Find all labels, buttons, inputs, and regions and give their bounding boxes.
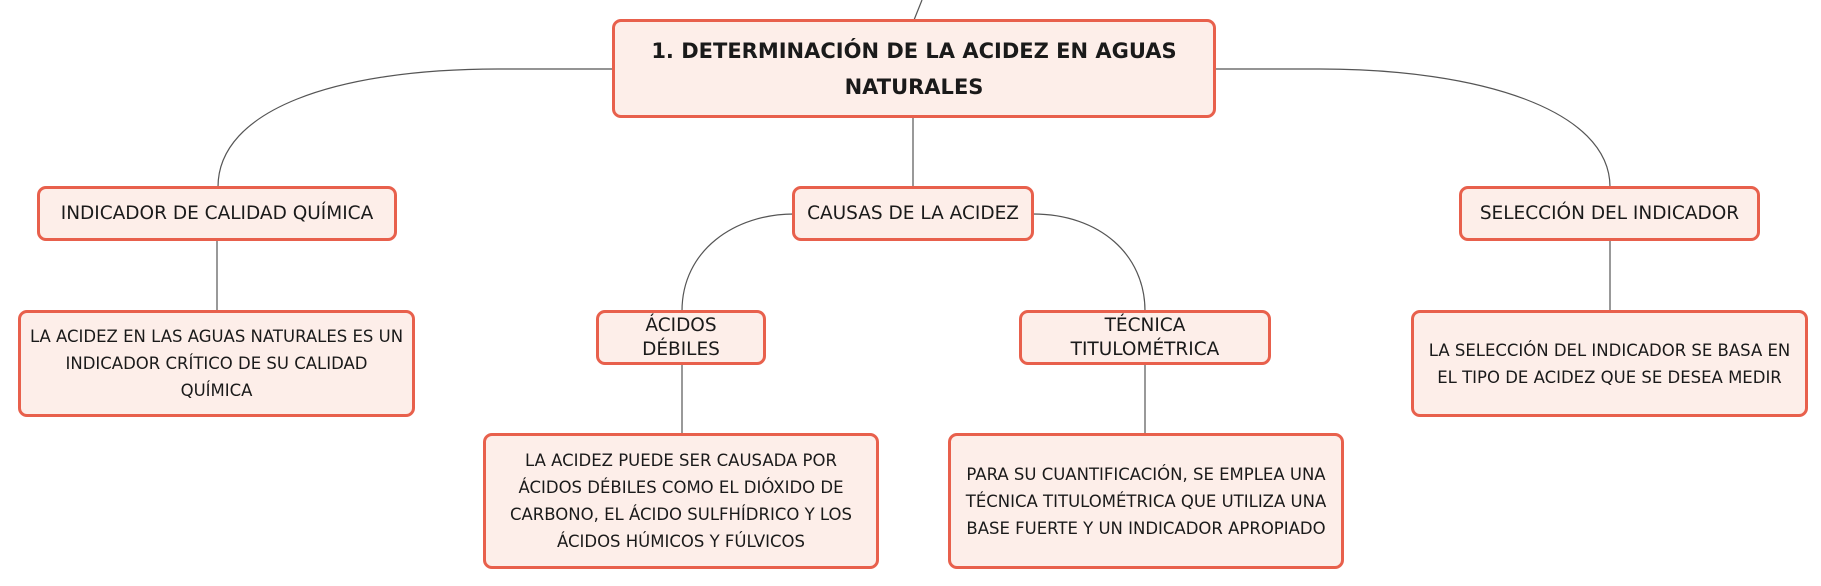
root-node[interactable]: 1. DETERMINACIÓN DE LA ACIDEZ EN AGUAS N… [612, 19, 1216, 118]
node-seleccion-indicador-label: SELECCIÓN DEL INDICADOR [1479, 202, 1740, 224]
node-acidos-detail[interactable]: LA ACIDEZ PUEDE SER CAUSADA POR ÁCIDOS D… [483, 433, 879, 569]
node-calidad-detail[interactable]: LA ACIDEZ EN LAS AGUAS NATURALES ES UN I… [18, 310, 415, 417]
connector-causas-to-acidos [681, 213, 795, 312]
node-indicador-calidad-label: INDICADOR DE CALIDAD QUÍMICA [60, 202, 374, 224]
node-tecnica-titulometrica-label: TÉCNICA TITULOMÉTRICA [1070, 314, 1220, 360]
node-seleccion-indicador[interactable]: SELECCIÓN DEL INDICADOR [1459, 186, 1760, 241]
connector-incoming [913, 0, 923, 21]
node-tecnica-detail-label: PARA SU CUANTIFICACIÓN, SE EMPLEA UNA TÉ… [965, 464, 1327, 538]
node-tecnica-titulometrica[interactable]: TÉCNICA TITULOMÉTRICA [1019, 310, 1271, 365]
connector-root-to-calidad [217, 68, 612, 188]
node-causas-acidez-label: CAUSAS DE LA ACIDEZ [807, 202, 1019, 224]
node-seleccion-detail[interactable]: LA SELECCIÓN DEL INDICADOR SE BASA EN EL… [1411, 310, 1808, 417]
node-seleccion-detail-label: LA SELECCIÓN DEL INDICADOR SE BASA EN EL… [1428, 340, 1791, 387]
connector-causas-to-tecnica [1032, 213, 1146, 312]
root-node-label: 1. DETERMINACIÓN DE LA ACIDEZ EN AGUAS N… [651, 38, 1177, 99]
node-acidos-debiles-label: ÁCIDOS DÉBILES [642, 314, 720, 360]
connector-root-to-seleccion [1215, 68, 1611, 188]
node-calidad-detail-label: LA ACIDEZ EN LAS AGUAS NATURALES ES UN I… [29, 327, 404, 400]
node-causas-acidez[interactable]: CAUSAS DE LA ACIDEZ [792, 186, 1034, 241]
node-acidos-detail-label: LA ACIDEZ PUEDE SER CAUSADA POR ÁCIDOS D… [510, 451, 852, 551]
node-tecnica-detail[interactable]: PARA SU CUANTIFICACIÓN, SE EMPLEA UNA TÉ… [948, 433, 1344, 569]
node-acidos-debiles[interactable]: ÁCIDOS DÉBILES [596, 310, 766, 365]
node-indicador-calidad[interactable]: INDICADOR DE CALIDAD QUÍMICA [37, 186, 397, 241]
